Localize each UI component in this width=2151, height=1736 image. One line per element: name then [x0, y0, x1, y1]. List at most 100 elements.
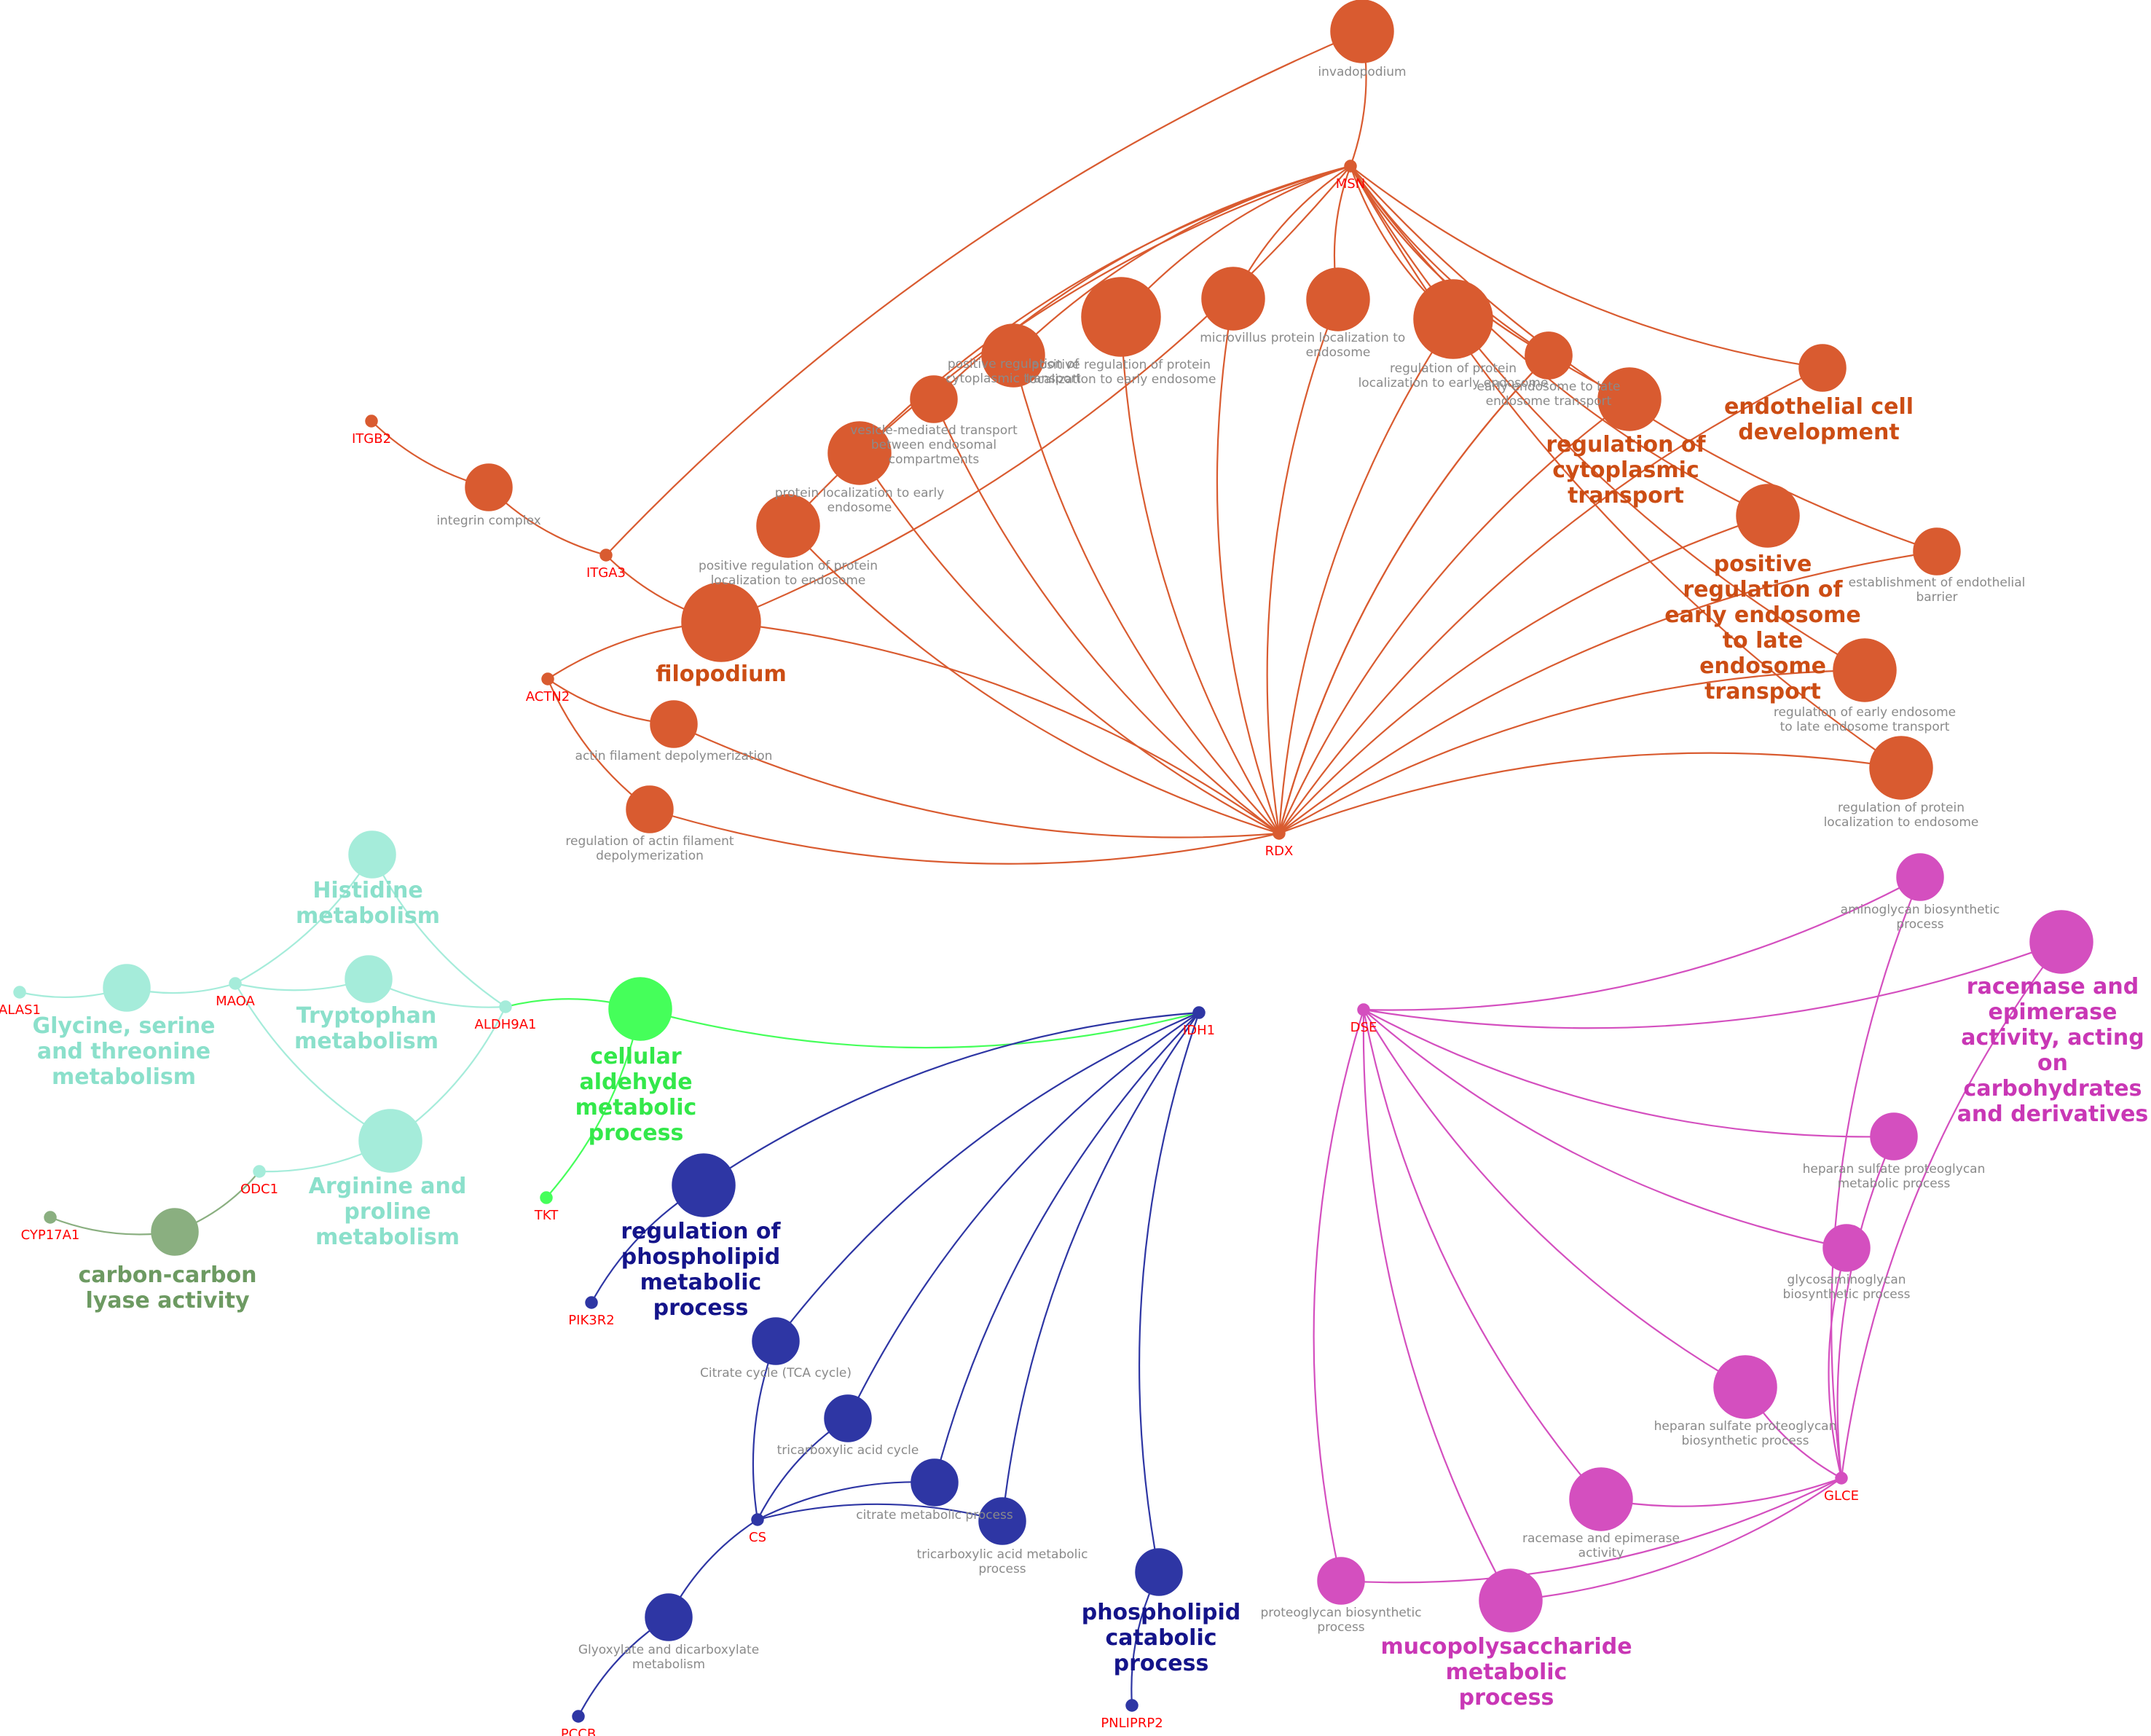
term-node-gag-bio[interactable]	[1822, 1224, 1871, 1272]
edge-DSE-t_gag_bio	[1363, 1009, 1847, 1249]
gene-label-aldh9a1: ALDH9A1	[475, 1017, 537, 1032]
term-label-invadopodium: invadopodium	[1318, 65, 1406, 79]
term-node-actin-depol[interactable]	[650, 700, 698, 748]
edge-MSN-t_filopodium	[720, 165, 1351, 624]
term-node-tryptophan[interactable]	[345, 955, 393, 1003]
gene-node-idh1[interactable]	[1192, 1006, 1206, 1019]
term-node-mucopoly[interactable]	[1479, 1568, 1543, 1633]
term-node-reg-actin-depol[interactable]	[626, 785, 674, 833]
gene-node-itga3[interactable]	[599, 549, 613, 562]
gene-node-odc1[interactable]	[253, 1165, 266, 1178]
edge-RDX-t_large_a	[1278, 318, 1454, 834]
gene-node-itgb2[interactable]	[365, 415, 378, 428]
term-node-estab-endo-barrier[interactable]	[1913, 527, 1961, 576]
gene-node-msn[interactable]	[1344, 160, 1357, 173]
term-node-invadopodium[interactable]	[1330, 0, 1394, 63]
gene-label-dse: DSE	[1350, 1020, 1377, 1035]
term-label-citrate: citrate metabolic process	[856, 1508, 1013, 1523]
term-node-aminoglycan[interactable]	[1896, 853, 1944, 901]
term-node-prot-loc-endo[interactable]	[1306, 267, 1370, 331]
edge-RDX-t_early_to_late	[1278, 355, 1549, 834]
term-node-microvillus[interactable]	[1201, 267, 1265, 331]
gene-node-layer	[13, 160, 1848, 1723]
edge-MSN-t_endo_cell_dev	[1350, 165, 1823, 369]
edge-RDX-t_pos_reg_cyto	[1012, 355, 1280, 834]
term-node-carbon-lyase[interactable]	[151, 1208, 199, 1256]
term-node-vesicle[interactable]	[910, 375, 958, 423]
gene-node-alas1[interactable]	[13, 986, 26, 999]
term-label-tca-cycle: tricarboxylic acid cycle	[777, 1443, 919, 1458]
term-node-citrate[interactable]	[911, 1458, 959, 1507]
edge-IDH1-t_tricarb	[1001, 1012, 1200, 1522]
gene-node-aldh9a1[interactable]	[499, 1000, 512, 1013]
term-node-tricarb[interactable]	[978, 1497, 1026, 1545]
term-node-phospholipid-cat[interactable]	[1135, 1548, 1183, 1596]
term-node-pos-reg-prot-loc-early[interactable]	[1081, 277, 1161, 357]
gene-node-cyp17a1[interactable]	[44, 1211, 57, 1224]
edge-DSE-t_racemase_carb	[1363, 940, 2062, 1029]
gene-node-maoa[interactable]	[229, 977, 242, 990]
gene-node-pik3r2[interactable]	[585, 1296, 598, 1309]
term-node-histidine[interactable]	[348, 830, 396, 879]
term-node-glyoxylate[interactable]	[645, 1593, 693, 1641]
term-node-reg-early-late[interactable]	[1833, 638, 1897, 702]
term-node-reg-phospholipid[interactable]	[672, 1153, 736, 1217]
gene-node-actn2[interactable]	[541, 672, 554, 686]
gene-node-glce[interactable]	[1835, 1472, 1848, 1485]
gene-node-pccb[interactable]	[572, 1710, 585, 1723]
gene-node-cs[interactable]	[751, 1513, 764, 1526]
term-node-tca-cycle[interactable]	[824, 1394, 872, 1442]
term-node-integrin[interactable]	[465, 463, 513, 511]
edge-RDX-t_reg_actin_depol	[649, 808, 1280, 865]
gene-label-tkt: TKT	[534, 1208, 559, 1223]
term-node-aldehyde[interactable]	[608, 977, 672, 1041]
term-node-early-to-late[interactable]	[1525, 331, 1573, 380]
gene-label-maoa: MAOA	[216, 994, 255, 1009]
edge-DSE-t_racemase	[1362, 1009, 1602, 1500]
edge-RDX-t_pos_reg_prot_loc_early	[1120, 316, 1280, 834]
term-node-glycine[interactable]	[103, 964, 151, 1012]
edge-IDH1-t_tca_cycle	[847, 1012, 1200, 1419]
term-node-arginine[interactable]	[358, 1109, 422, 1173]
term-node-filopodium[interactable]	[681, 582, 761, 662]
edge-IDH1-t_citrate	[933, 1012, 1200, 1483]
term-label-microvillus: microvillus	[1200, 331, 1267, 345]
term-node-prot-loc-early[interactable]	[827, 421, 892, 485]
edge-DSE-t_heparan_met	[1363, 1009, 1895, 1138]
term-node-proteoglycan[interactable]	[1317, 1557, 1365, 1605]
term-node-heparan-met[interactable]	[1870, 1112, 1918, 1160]
term-node-reg-cyto[interactable]	[1597, 367, 1662, 431]
term-node-racemase-carb[interactable]	[2029, 910, 2093, 974]
gene-node-pnliprp2[interactable]	[1125, 1699, 1139, 1712]
gene-node-dse[interactable]	[1357, 1003, 1370, 1016]
term-node-endo-cell-dev[interactable]	[1798, 344, 1847, 392]
term-node-pos-reg-prot-loc-endo[interactable]	[756, 494, 820, 558]
term-node-heparan-bio[interactable]	[1713, 1355, 1777, 1419]
term-node-pos-reg-early-late[interactable]	[1736, 484, 1800, 548]
edge-RDX-t_actin_depol	[673, 723, 1280, 838]
term-label-tca: Citrate cycle (TCA cycle)	[700, 1366, 852, 1380]
gene-label-alas1: ALAS1	[0, 1002, 41, 1018]
term-node-large-a[interactable]	[1413, 279, 1493, 359]
term-node-pos-reg-cyto[interactable]	[981, 323, 1045, 388]
gene-node-tkt[interactable]	[540, 1191, 553, 1204]
edge-RDX-t_estab_endo_barrier	[1278, 550, 1938, 834]
gene-node-rdx[interactable]	[1273, 827, 1286, 840]
term-node-tca[interactable]	[752, 1317, 800, 1365]
edge-ITGA3-t_invadopodium	[605, 30, 1363, 556]
term-node-racemase[interactable]	[1569, 1467, 1633, 1531]
edge-RDX-t_vesicle	[932, 398, 1280, 834]
term-node-reg-prot-loc-endo[interactable]	[1869, 736, 1933, 800]
